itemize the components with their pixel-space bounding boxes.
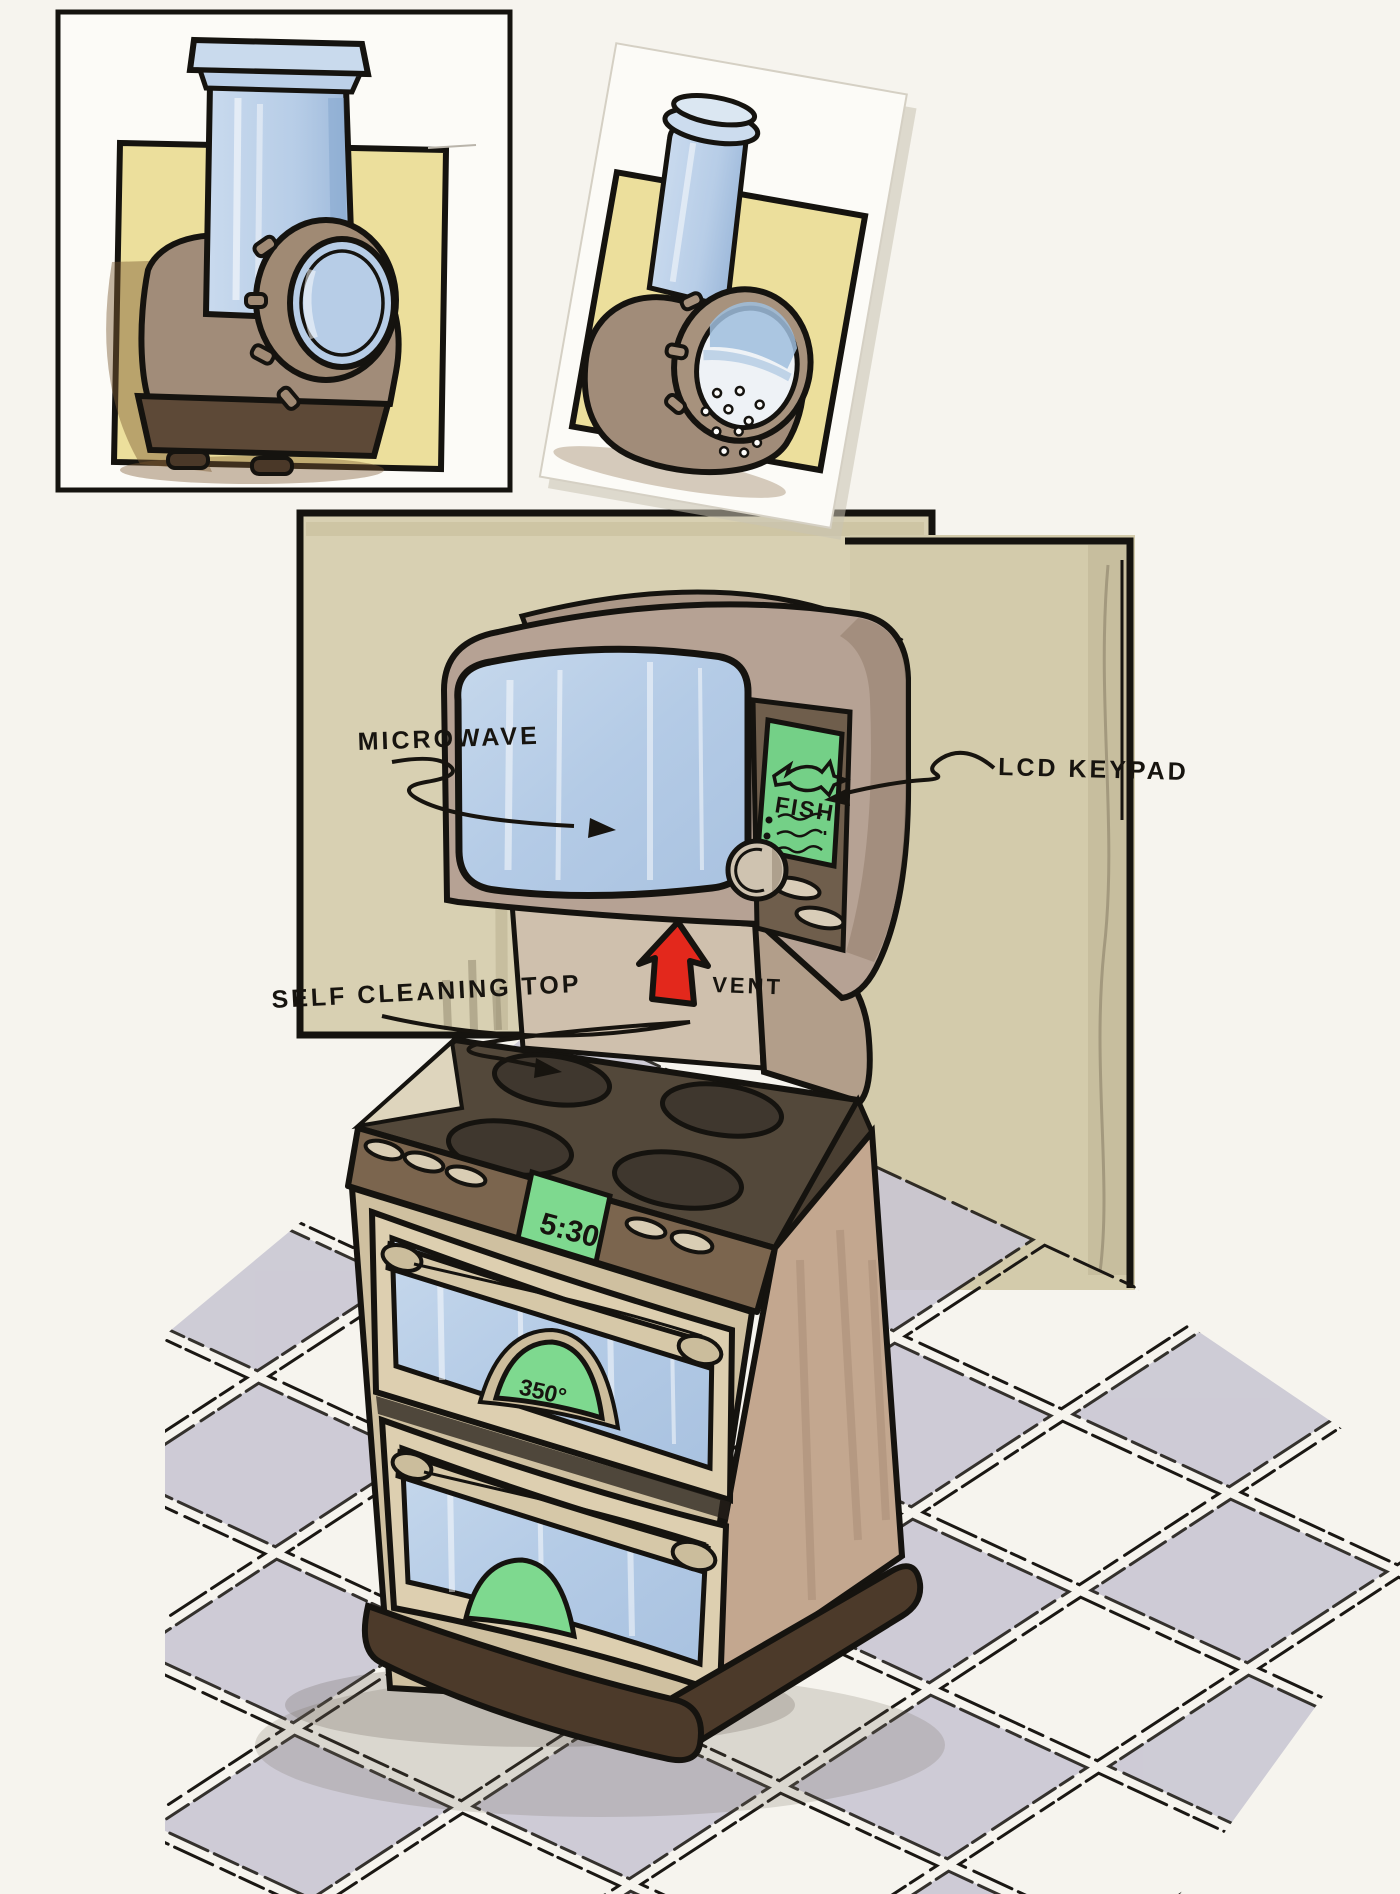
strip-knobs[interactable] <box>363 1137 715 1256</box>
pencil-guide-line <box>427 144 477 149</box>
leader-microwave <box>391 756 575 828</box>
floor-tile <box>165 1040 214 1119</box>
floor-tile <box>165 1479 268 1647</box>
wavy-shade-line <box>1098 564 1111 1273</box>
floor-tile <box>0 1403 97 1567</box>
leader-arrowhead <box>824 788 850 806</box>
wall-panel-right-border <box>845 537 1134 1288</box>
floor-tile <box>0 1579 115 1743</box>
door-gap <box>376 1396 730 1520</box>
disc-shade-band <box>703 350 792 382</box>
floor-tile <box>938 1595 1240 1763</box>
floor-tile <box>320 1811 622 1894</box>
floor-tile <box>1106 1673 1400 1841</box>
floor-tile <box>165 1040 382 1197</box>
sketch-card-three-quarter-view <box>538 42 917 540</box>
floor-tile <box>956 1771 1258 1894</box>
floor-tile <box>1070 1321 1372 1489</box>
floor-tile <box>165 1733 454 1894</box>
marker-streak <box>1088 545 1130 1275</box>
window-streaks <box>504 662 704 881</box>
marker-streaks <box>442 959 502 1031</box>
floor-tile <box>788 1693 1090 1861</box>
opening-inner-ring <box>299 249 385 357</box>
collar-tabs <box>664 291 704 415</box>
floor-tile <box>638 1791 940 1894</box>
floor-tile <box>165 1655 286 1823</box>
chute-cap-lip <box>196 67 364 95</box>
collar-tabs <box>244 234 301 411</box>
floor-tile <box>0 1051 61 1215</box>
foot <box>166 450 210 470</box>
head-side-shade <box>840 618 907 962</box>
handle-cap <box>676 1333 724 1367</box>
microwave-window <box>454 645 752 900</box>
floor-tile <box>1238 1399 1400 1567</box>
label-microwave: MICROWAVE <box>357 722 540 756</box>
leader-arrowhead <box>534 1058 562 1078</box>
knob-detail <box>734 847 765 893</box>
floor-tile <box>165 1381 418 1549</box>
highlight-streak <box>669 142 697 283</box>
shooter-base <box>134 392 392 460</box>
floor-tile <box>165 1303 250 1471</box>
grater-holes <box>700 385 765 458</box>
oven-door-lower-handle[interactable] <box>395 1448 711 1576</box>
base-kick-front <box>361 1602 704 1764</box>
leader-lcd-keypad <box>841 750 996 796</box>
oven-door-upper-handle[interactable] <box>385 1240 717 1372</box>
floor-tile <box>165 1831 304 1894</box>
leader-arrowhead <box>588 818 616 838</box>
side-streaks <box>796 1229 890 1601</box>
highlight-streak <box>303 268 318 340</box>
floor-tile <box>920 1419 1222 1587</box>
label-lcd-keypad: LCD KEYPAD <box>998 753 1189 786</box>
knob-shade <box>772 848 783 892</box>
handle-cap <box>670 1539 718 1573</box>
chute-rim-lip <box>671 93 758 128</box>
floor-tile <box>0 1227 79 1391</box>
lcd-menu-scribbles <box>775 812 827 854</box>
oven-temp-display[interactable] <box>492 1339 606 1422</box>
panel-button[interactable] <box>794 904 846 932</box>
label-vent: VENT <box>712 972 784 999</box>
floor-tile <box>165 1205 400 1373</box>
cast-shadow <box>553 446 786 498</box>
floor-tile <box>1088 1497 1390 1665</box>
chute-cap <box>186 36 372 78</box>
leader-self-cleaning <box>381 1014 691 1068</box>
floor-tile <box>806 1869 1108 1894</box>
lower-door-display[interactable] <box>462 1557 578 1640</box>
floor-tile <box>165 1127 232 1295</box>
burner <box>659 1081 785 1139</box>
burner <box>491 1052 613 1108</box>
foot <box>250 456 294 476</box>
handle-wavy-line <box>413 1262 703 1338</box>
disc-shade-band <box>709 301 798 369</box>
lcd-screen[interactable] <box>755 717 845 870</box>
sketch-card-front-view <box>55 9 513 493</box>
handle-wavy-line <box>423 1470 707 1546</box>
cooktop-highlight <box>351 1038 465 1130</box>
burner <box>612 1149 744 1211</box>
oven-sketch: FISH <box>345 589 924 1764</box>
floor-tile <box>0 1755 133 1894</box>
floor-tile <box>1256 1575 1400 1743</box>
highlight-streak <box>255 103 263 289</box>
fish-icon <box>772 758 851 798</box>
red-up-arrow-icon <box>636 919 711 1007</box>
highlight-streak <box>232 97 242 301</box>
